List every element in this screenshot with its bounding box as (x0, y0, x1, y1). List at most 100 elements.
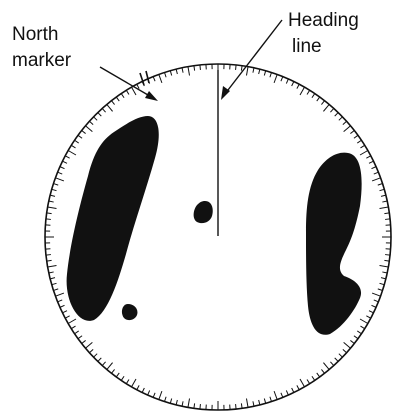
bearing-tick (264, 398, 265, 403)
bearing-tick (385, 219, 390, 220)
north-marker-label: North marker (12, 24, 72, 71)
bearing-tick (200, 404, 201, 409)
bearing-tick (89, 121, 93, 124)
bearing-tick (372, 178, 380, 181)
bearing-tick (371, 305, 376, 307)
bearing-tick (292, 82, 294, 86)
bearing-tick (58, 300, 63, 302)
bearing-tick (48, 207, 57, 209)
bearing-tick (307, 379, 310, 383)
bearing-tick (270, 397, 272, 402)
bearing-tick (78, 336, 82, 339)
bearing-tick (323, 363, 329, 370)
bearing-tick (85, 342, 92, 348)
bearing-tick (300, 379, 305, 387)
bearing-tick (137, 385, 139, 389)
bearing-tick (159, 391, 162, 399)
bearing-tick (102, 362, 105, 366)
bearing-tick (111, 101, 114, 105)
bearing-tick (53, 184, 58, 186)
bearing-tick (343, 349, 347, 352)
bearing-tick (253, 401, 254, 406)
bearing-tick (317, 97, 320, 101)
bearing-tick (49, 201, 54, 202)
bearing-tick (281, 77, 283, 82)
bearing-tick (52, 283, 57, 284)
bearing-tick (274, 391, 277, 399)
bearing-tick (384, 260, 389, 261)
bearing-tick (60, 167, 65, 169)
bearing-tick (121, 94, 124, 98)
echo-left-landmass (67, 116, 159, 321)
echo-small-target-center (194, 201, 213, 223)
bearing-tick (65, 156, 69, 158)
bearing-tick (107, 363, 113, 370)
bearing-tick (382, 201, 387, 202)
bearing-tick (194, 403, 195, 408)
bearing-tick (107, 104, 113, 111)
bearing-tick (236, 65, 237, 70)
bearing-tick (132, 379, 137, 387)
bearing-tick (374, 300, 379, 302)
bearing-tick (300, 87, 305, 95)
bearing-tick (354, 135, 358, 138)
bearing-tick (165, 72, 167, 77)
bearing-tick (321, 369, 324, 373)
bearing-tick (241, 403, 242, 408)
bearing-tick (354, 336, 358, 339)
bearing-tick (75, 140, 79, 143)
bearing-tick (380, 265, 389, 267)
bearing-tick (176, 69, 177, 74)
bearing-tick (379, 189, 384, 190)
bearing-tick (182, 68, 183, 73)
heading-line-label-line-1: Heading (288, 10, 359, 31)
bearing-tick (384, 213, 389, 214)
bearing-tick (357, 331, 361, 334)
bearing-tick (253, 68, 254, 73)
north-marker-label-line-1: North (12, 24, 58, 45)
bearing-tick (94, 354, 98, 357)
bearing-tick (371, 167, 376, 169)
bearing-tick (236, 404, 237, 409)
bearing-tick (350, 340, 354, 343)
bearing-tick (98, 113, 101, 117)
bearing-tick (357, 140, 361, 143)
bearing-tick (55, 178, 63, 181)
bearing-tick (47, 260, 52, 261)
bearing-tick (182, 401, 183, 406)
bearing-tick (246, 399, 248, 408)
echo-right-landmass (306, 153, 362, 335)
bearing-tick (330, 362, 333, 366)
bearing-tick (75, 331, 79, 334)
bearing-tick (89, 349, 93, 352)
bearing-tick (85, 126, 92, 132)
bearing-tick (330, 108, 333, 112)
bearing-tick (360, 326, 364, 329)
bearing-tick (292, 388, 294, 392)
bearing-tick (360, 151, 368, 156)
bearing-tick (378, 289, 383, 291)
bearing-tick (50, 195, 55, 196)
bearing-tick (281, 393, 283, 398)
heading-line-label: Heading line (288, 10, 364, 57)
bearing-tick (142, 388, 144, 392)
bearing-tick (71, 145, 75, 148)
bearing-tick (307, 90, 310, 94)
bearing-tick (374, 172, 379, 174)
bearing-tick (121, 376, 124, 380)
bearing-tick (98, 358, 101, 362)
bearing-tick (286, 390, 288, 395)
bearing-tick (194, 66, 195, 71)
north-marker-arrowhead (145, 91, 158, 101)
heading-line-label-line-2: line (292, 36, 322, 57)
bearing-tick (188, 399, 190, 408)
bearing-tick (60, 305, 65, 307)
bearing-tick (126, 379, 129, 383)
bearing-tick (94, 117, 98, 120)
bearing-tick (344, 126, 351, 132)
bearing-tick (312, 94, 315, 98)
bearing-tick (65, 316, 69, 318)
bearing-tick (102, 108, 105, 112)
bearing-tick (200, 65, 201, 70)
